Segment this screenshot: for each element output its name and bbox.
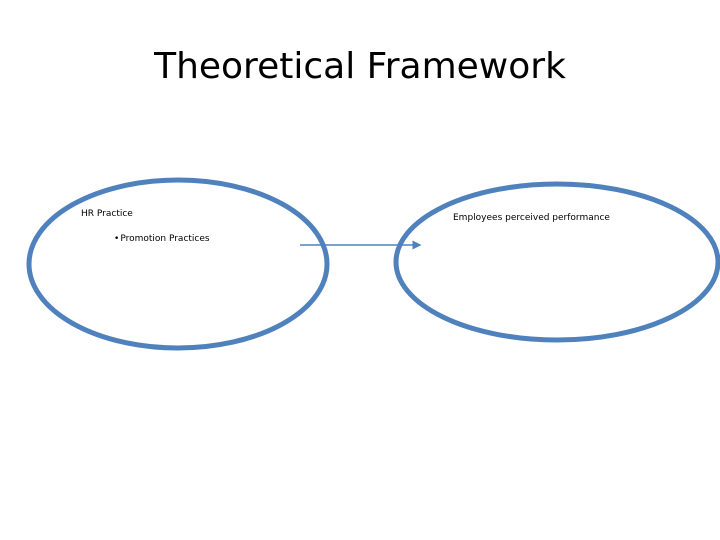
right-node-ellipse [393,181,720,343]
right-node-label: Employees perceived performance [453,213,610,223]
left-node-item-text: Promotion Practices [120,234,210,244]
left-node-ellipse [26,177,330,351]
left-node-label: HR Practice [81,209,133,219]
bullet-icon: • [114,234,120,244]
slide-title: Theoretical Framework [154,46,566,87]
left-node-item: •Promotion Practices [114,233,210,245]
